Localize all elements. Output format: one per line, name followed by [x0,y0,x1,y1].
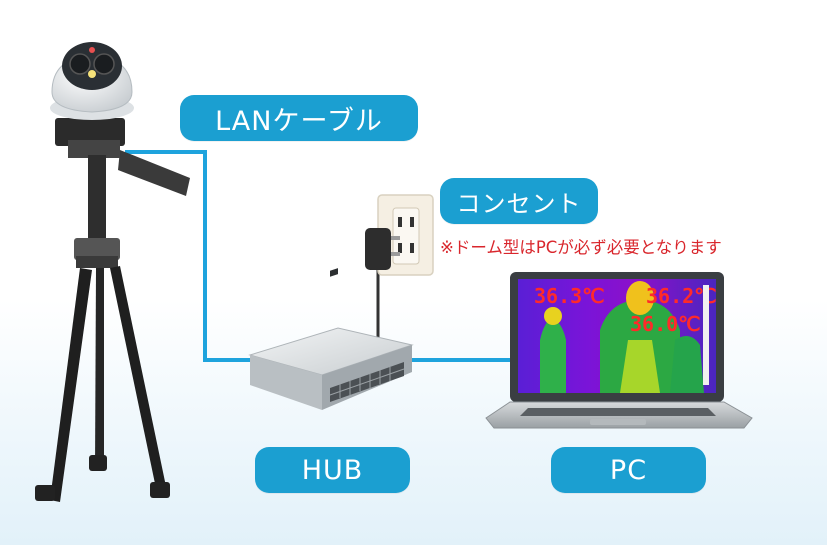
lan-cable-label: LANケーブル [180,95,418,141]
pc-label: PC [551,447,706,493]
power-plug-icon [365,228,400,270]
pc-required-note: ※ドーム型はPCが必ず必要となります [440,238,722,257]
screen-temp-left: 36.3℃ [534,284,605,308]
laptop-icon: 36.3℃ 36.2℃ 36.0℃ [485,272,753,429]
dome-camera-icon [50,42,134,120]
screen-temp-lower: 36.0℃ [630,312,701,336]
outlet-label: コンセント [440,178,598,224]
thermal-figures [540,281,704,393]
lan-cable [125,150,520,362]
network-hub-icon [248,268,414,410]
tripod-icon [35,118,190,502]
hub-label: HUB [255,447,410,493]
